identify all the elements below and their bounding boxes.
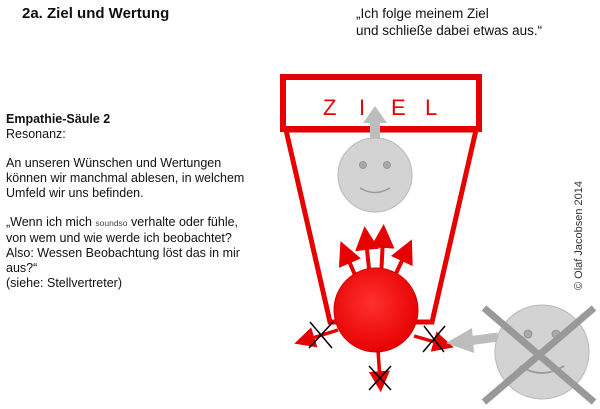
paragraph-2-line-4: aus?“: [6, 261, 38, 275]
grey-face-icon: [337, 137, 413, 213]
paragraph-1-line-2: können wir manchmal ablesen, in welchem: [6, 171, 245, 185]
block-crosses: [308, 321, 446, 391]
copyright: © Olaf Jacobsen 2014: [573, 180, 585, 290]
paragraph-2-line-1b: verhalte oder fühle,: [127, 215, 239, 229]
paragraph-2-line-1: „Wenn ich mich soundso verhalte oder füh…: [6, 215, 276, 231]
grey-arrow-left: [446, 328, 499, 353]
quote-line-2: und schließe dabei etwas aus.“: [356, 23, 543, 38]
ziel-letter-l: L: [425, 95, 437, 120]
cross-out-icon: [481, 305, 597, 405]
quote: „Ich folge meinem Ziel und schließe dabe…: [356, 5, 596, 39]
page-title: 2a. Ziel und Wertung: [22, 5, 170, 22]
ziel-letter-e: E: [391, 95, 406, 120]
section-subheading: Resonanz:: [6, 127, 66, 141]
paragraph-1-line-1: An unseren Wünschen und Wertungen: [6, 156, 222, 170]
ziel-letter-i: I: [359, 95, 365, 120]
ziel-letter-z: Z: [323, 95, 336, 120]
text-block: Empathie-Säule 2 Resonanz: An unseren Wü…: [6, 112, 276, 291]
grey-arrow-up: [363, 106, 387, 142]
red-face-icon: [333, 267, 419, 353]
paragraph-2-small-word: soundso: [95, 218, 128, 228]
paragraph-2-line-2: von wem und wie werde ich beobachtet?: [6, 231, 232, 245]
quote-line-1: „Ich folge meinem Ziel: [356, 6, 489, 21]
paragraph-1-line-3: Umfeld wir uns befinden.: [6, 186, 144, 200]
paragraph-2-line-1a: „Wenn ich mich: [6, 215, 96, 229]
paragraph-2-line-5: (siehe: Stellvertreter): [6, 276, 123, 290]
section-heading: Empathie-Säule 2: [6, 112, 111, 126]
paragraph-2-line-3: Also: Wessen Beobachtung löst das in mir: [6, 246, 240, 260]
